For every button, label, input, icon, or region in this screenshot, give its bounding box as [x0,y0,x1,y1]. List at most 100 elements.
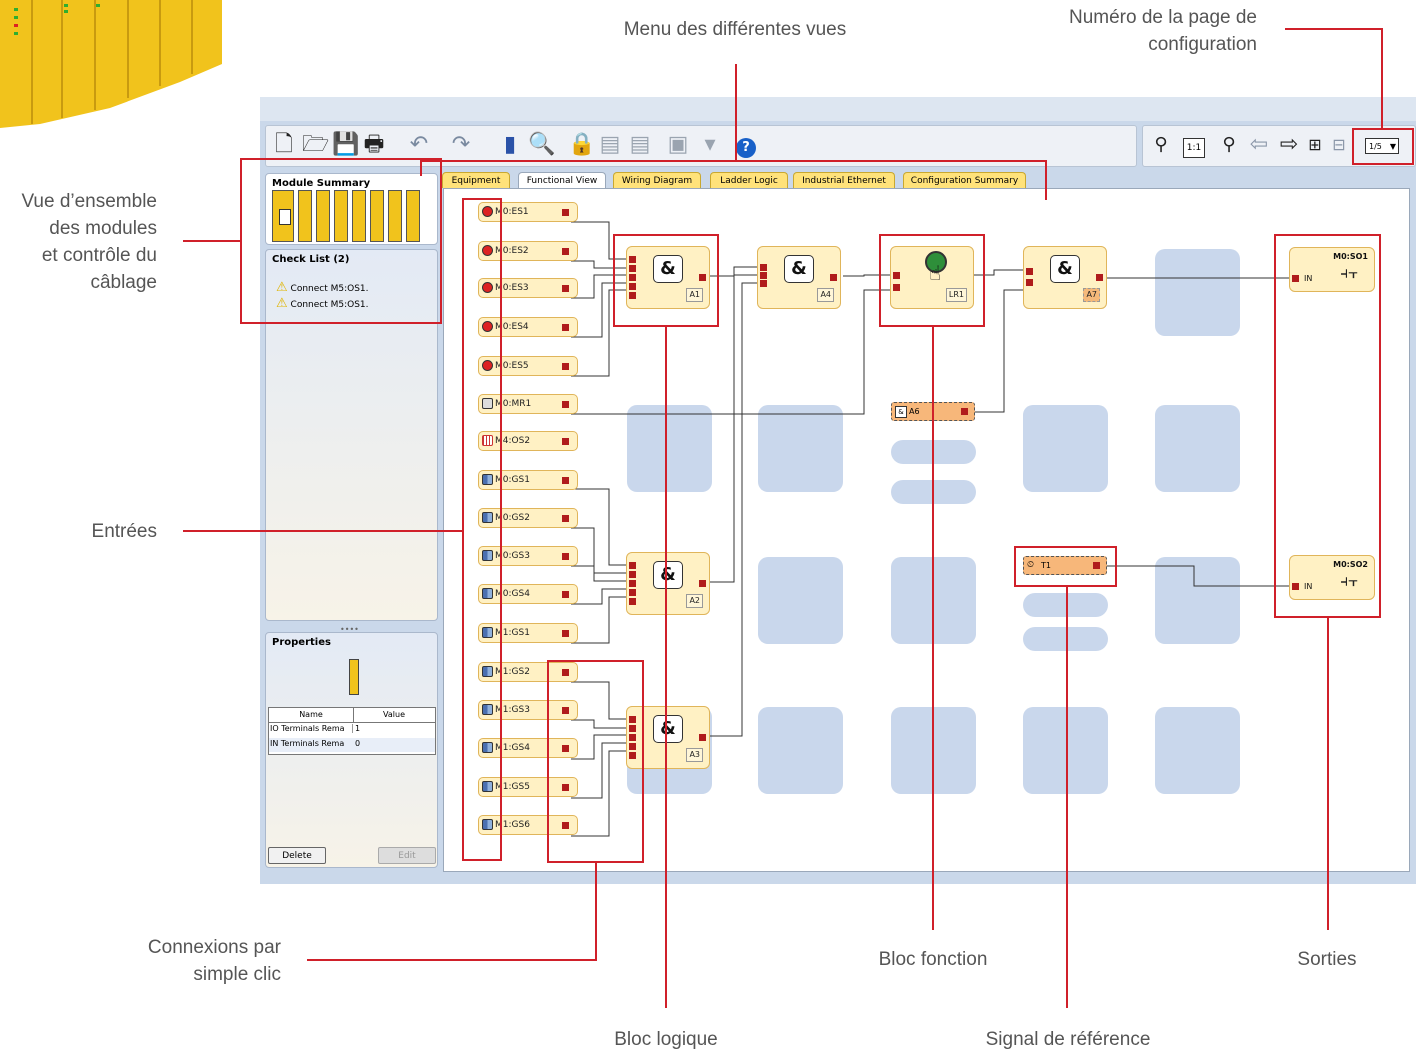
input-label: M0:ES4 [495,322,529,332]
table-row[interactable]: IN Terminals Rema 0 [269,738,435,752]
input-block[interactable]: M0:ES2 [478,241,578,261]
output-port[interactable] [562,745,569,752]
tab-configuration-summary[interactable]: Configuration Summary [903,172,1026,188]
input-block[interactable]: M0:GS1 [478,470,578,490]
warning-icon: ⚠ [276,296,288,311]
and-block-a4[interactable]: & A4 [757,246,841,309]
output-port[interactable] [562,553,569,560]
print-icon[interactable]: 🖶 [363,132,385,157]
input-block[interactable]: M1:GS4 [478,738,578,758]
arrow-left-icon[interactable]: ⇦ [1249,132,1269,157]
splitter-handle[interactable]: •••• [340,625,359,634]
output-port[interactable] [562,669,569,676]
output-port[interactable] [562,401,569,408]
output-port[interactable] [562,363,569,370]
function-block-lr1[interactable]: ☝ LR1 [890,246,974,309]
help-icon[interactable]: ? [736,138,756,158]
output-port[interactable] [562,248,569,255]
output-port[interactable] [562,784,569,791]
output-port[interactable] [562,438,569,445]
empty-slot[interactable] [1023,593,1108,617]
empty-slot[interactable] [1155,405,1240,492]
empty-slot[interactable] [1023,405,1108,492]
title-bar [260,97,1416,121]
and-block-a3[interactable]: & A3 [626,706,710,769]
output-block-so1[interactable]: M0:SO1 IN ⫞⫟ [1289,247,1375,292]
input-block[interactable]: M0:ES4 [478,317,578,337]
add-page-icon[interactable]: ⊞ [1308,135,1322,154]
arrow-right-icon[interactable]: ⇨ [1279,132,1299,157]
empty-slot[interactable] [627,405,712,492]
tab-equipment[interactable]: Equipment [442,172,510,188]
empty-slot[interactable] [1023,627,1108,651]
empty-slot[interactable] [1023,707,1108,794]
output-port[interactable] [562,707,569,714]
zoom-fit-button[interactable]: 1:1 [1183,138,1205,158]
open-folder-icon[interactable]: 🗁 [302,132,330,157]
empty-slot[interactable] [1155,707,1240,794]
output-port[interactable] [562,630,569,637]
block-tag: A7 [1083,288,1100,302]
output-port[interactable] [562,515,569,522]
output-port[interactable] [562,324,569,331]
input-block[interactable]: M0:ES3 [478,278,578,298]
table-row[interactable]: IO Terminals Rema 1 [270,724,361,733]
empty-slot[interactable] [758,557,843,644]
empty-slot[interactable] [1155,249,1240,336]
delete-button[interactable]: Delete [268,847,326,864]
input-block[interactable]: M1:GS3 [478,700,578,720]
input-block[interactable]: M1:GS2 [478,662,578,682]
output-port[interactable] [562,209,569,216]
stop-icon[interactable]: ▾ [704,132,716,157]
download-icon[interactable]: ▤ [629,132,651,157]
reference-signal-t1[interactable]: ⏲ T1 [1023,556,1107,575]
save-icon[interactable]: 💾 [332,132,360,157]
zoom-in-icon[interactable]: ⚲ [1222,134,1236,155]
redo-icon[interactable]: ↷ [451,132,471,157]
leader-line [420,160,422,176]
tab-functional-view[interactable]: Functional View [518,172,606,188]
undo-icon[interactable]: ↶ [409,132,429,157]
empty-slot[interactable] [758,707,843,794]
input-block[interactable]: M1:GS5 [478,777,578,797]
input-block[interactable]: M0:GS3 [478,546,578,566]
input-block[interactable]: M0:ES1 [478,202,578,222]
leader-line [1381,28,1383,129]
and-block-a7[interactable]: & A7 [1023,246,1107,309]
table-header-name: Name [269,708,354,723]
upload-icon[interactable]: ▤ [599,132,621,157]
new-file-icon[interactable]: 🗋 [275,132,293,157]
and-block-a2[interactable]: & A2 [626,552,710,615]
input-block[interactable]: M0:GS2 [478,508,578,528]
empty-slot[interactable] [1155,557,1240,644]
check-list-item[interactable]: ⚠ Connect M5:OS1. [276,296,369,311]
remove-page-icon[interactable]: ⊟ [1332,135,1346,154]
and-block-a1[interactable]: & A1 [626,246,710,309]
annotation-box-inputs [462,198,502,861]
output-port[interactable] [562,285,569,292]
output-port[interactable] [562,591,569,598]
output-block-so2[interactable]: M0:SO2 IN ⫞⫟ [1289,555,1375,600]
tab-industrial-ethernet[interactable]: Industrial Ethernet [793,172,895,188]
page-select[interactable]: 1/5▼ [1365,138,1399,154]
output-port[interactable] [562,477,569,484]
input-block[interactable]: M0:MR1 [478,394,578,414]
connect-device-icon[interactable]: ▮ [503,132,517,157]
output-port[interactable] [562,822,569,829]
edit-button[interactable]: Edit [378,847,436,864]
zoom-out-icon[interactable]: ⚲ [1154,134,1168,155]
module-strip[interactable] [272,190,432,242]
input-block[interactable]: M4:OS2 [478,431,578,451]
empty-slot[interactable] [758,405,843,492]
inspect-icon[interactable]: 🔍 [528,132,556,157]
monitor-icon[interactable]: ▣ [667,132,689,157]
lock-icon[interactable]: 🔒 [568,132,596,157]
input-block[interactable]: M0:GS4 [478,584,578,604]
tab-ladder-logic[interactable]: Ladder Logic [710,172,788,188]
input-block[interactable]: M0:ES5 [478,356,578,376]
check-list-item[interactable]: ⚠ Connect M5:OS1. [276,280,369,295]
input-block[interactable]: M1:GS6 [478,815,578,835]
tab-wiring-diagram[interactable]: Wiring Diagram [613,172,701,188]
input-block[interactable]: M1:GS1 [478,623,578,643]
